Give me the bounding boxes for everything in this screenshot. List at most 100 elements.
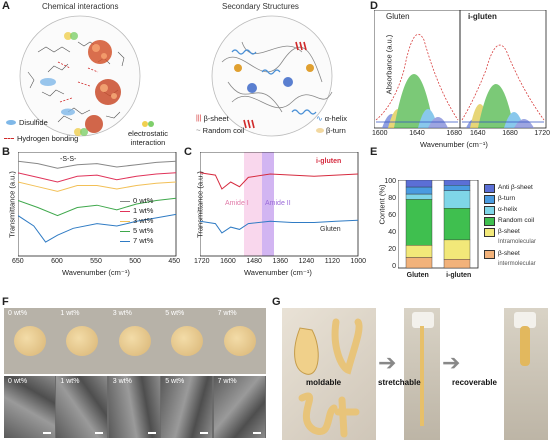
legend-e-swatch (484, 250, 495, 259)
panel-b-legend: 0 wt%1 wt%3 wt%5 wt%7 wt% (120, 196, 153, 246)
legend-b-label: 0 wt% (133, 196, 154, 205)
e-xtick: i-gluten (446, 272, 472, 279)
c-xtick: 1240 (298, 258, 315, 265)
legend-hbond-label: Hydrogen bonding (17, 134, 79, 143)
e-ytick: 60 (388, 212, 396, 219)
f-sem-label: 7 wt% (217, 378, 237, 385)
series-line-1 (200, 219, 359, 234)
panel-a-right-title: Secondary Structures (222, 2, 299, 11)
c-xtick: 1480 (246, 258, 262, 265)
panel-g-stretch-photo (404, 308, 440, 440)
panel-b-chart (18, 152, 177, 257)
legend-b-label: 1 wt% (133, 206, 154, 215)
c-xtick: 1600 (220, 258, 236, 265)
series-line-0 (200, 172, 359, 190)
f-sem-label: 5 wt% (165, 378, 185, 385)
e-xtick: Gluten (406, 272, 429, 279)
f-sem-label: 0 wt% (8, 378, 28, 385)
legend-turn-label: β-turn (326, 126, 346, 135)
panel-d-right-title: i-gluten (468, 12, 497, 21)
dough-icon (171, 326, 204, 356)
dough-icon (118, 326, 151, 356)
panel-letter-g: G (272, 296, 281, 308)
panel-b-xlabel: Wavenumber (cm⁻¹) (62, 268, 130, 277)
panel-c-amide2: Amide II (265, 200, 291, 207)
legend-electrostatic-label: electrostatic interaction (127, 129, 169, 147)
dough-icon (66, 326, 99, 356)
f-top-photo: 5 wt% (161, 308, 213, 374)
series-line-3 (18, 197, 177, 217)
legend-e-item: Random coil (484, 215, 536, 226)
panel-b-ylabel: Transmittance (a.u.) (7, 171, 17, 238)
legend-b-label: 3 wt% (133, 216, 154, 225)
bar-segment-0-3 (405, 193, 433, 200)
legend-helix: ∿ α-helix (316, 114, 347, 123)
legend-b-item: 3 wt% (120, 216, 153, 226)
legend-e-swatch (484, 217, 495, 226)
panel-e-yticks: 0 20 40 60 80 100 (384, 178, 396, 270)
bar-segment-1-4 (443, 185, 471, 191)
legend-e-label: Anti β-sheet (498, 184, 533, 191)
panel-c-series-label-igluten: i-gluten (316, 158, 342, 165)
panel-g-stretchable-label: stretchable (378, 378, 421, 387)
legend-b-label: 7 wt% (133, 236, 154, 245)
legend-b-swatch (120, 220, 130, 222)
legend-electrostatic: electrostatic interaction (118, 120, 178, 147)
e-ytick: 20 (388, 246, 396, 253)
panel-d-xlabel: Wavenumber (cm⁻¹) (420, 140, 488, 149)
scale-bar-icon (200, 432, 209, 434)
panel-a-left-title: Chemical interactions (42, 2, 119, 11)
panel-letter-e: E (370, 146, 378, 158)
f-sem-photo: 0 wt% (4, 376, 55, 438)
legend-e-item: α-helix (484, 204, 536, 215)
panel-f-bottom-photos: 0 wt%1 wt%3 wt%5 wt%7 wt% (4, 376, 266, 438)
legend-b-swatch (120, 240, 130, 242)
legend-turn: β-turn (316, 126, 346, 135)
panel-b-annotation: -S-S- (60, 156, 77, 163)
d-xtick: 1600 (372, 130, 388, 137)
legend-helix-label: α-helix (324, 114, 347, 123)
sheet-swatch-icon: ||| (196, 115, 202, 122)
legend-sheet-label: β-sheet (203, 114, 229, 123)
panel-c-xticks: 1720 1600 1480 1360 1240 1120 1000 (194, 258, 366, 265)
b-xtick: 550 (90, 258, 102, 265)
legend-b-item: 5 wt% (120, 226, 153, 236)
legend-e-swatch (484, 206, 495, 215)
legend-e-sublabel: Intramolecular (498, 239, 537, 245)
f-top-label: 5 wt% (165, 310, 185, 317)
legend-b-swatch (120, 200, 130, 202)
b-xtick: 650 (12, 258, 24, 265)
panel-letter-b: B (2, 146, 10, 158)
panel-letter-a: A (2, 0, 10, 12)
panel-g-recover-photo (504, 308, 548, 440)
electrostatic-swatch-icon (142, 121, 148, 127)
dough-icon (223, 326, 256, 356)
legend-b-swatch (120, 230, 130, 232)
legend-sheet: ||| β-sheet (196, 114, 229, 123)
panel-c-amide1: Amide I (225, 200, 249, 207)
scale-bar-icon (43, 432, 51, 434)
disulfide-swatch-icon (6, 120, 16, 125)
panel-g-recoverable-label: recoverable (452, 378, 497, 387)
panel-c-chart (200, 152, 359, 257)
f-top-label: 7 wt% (217, 310, 237, 317)
legend-e-swatch (484, 228, 495, 237)
panel-letter-d: D (370, 0, 378, 12)
panel-g-arrow-2: ➔ (442, 350, 461, 375)
legend-e-swatch (484, 195, 495, 204)
panel-d-xticks-right: 1640 1680 1720 (470, 130, 550, 137)
f-top-label: 0 wt% (8, 310, 28, 317)
legend-coil: ~ Random coil (196, 126, 244, 135)
series-line-0 (18, 160, 177, 169)
bar-segment-1-5 (443, 180, 471, 186)
bar-segment-1-3 (443, 190, 471, 209)
series-line-2 (18, 181, 177, 192)
legend-e-item: β-turn (484, 193, 536, 204)
legend-b-item: 7 wt% (120, 236, 153, 246)
legend-e-item: Anti β-sheet (484, 182, 536, 193)
d-xtick: 1640 (409, 130, 425, 137)
f-sem-label: 1 wt% (60, 378, 80, 385)
